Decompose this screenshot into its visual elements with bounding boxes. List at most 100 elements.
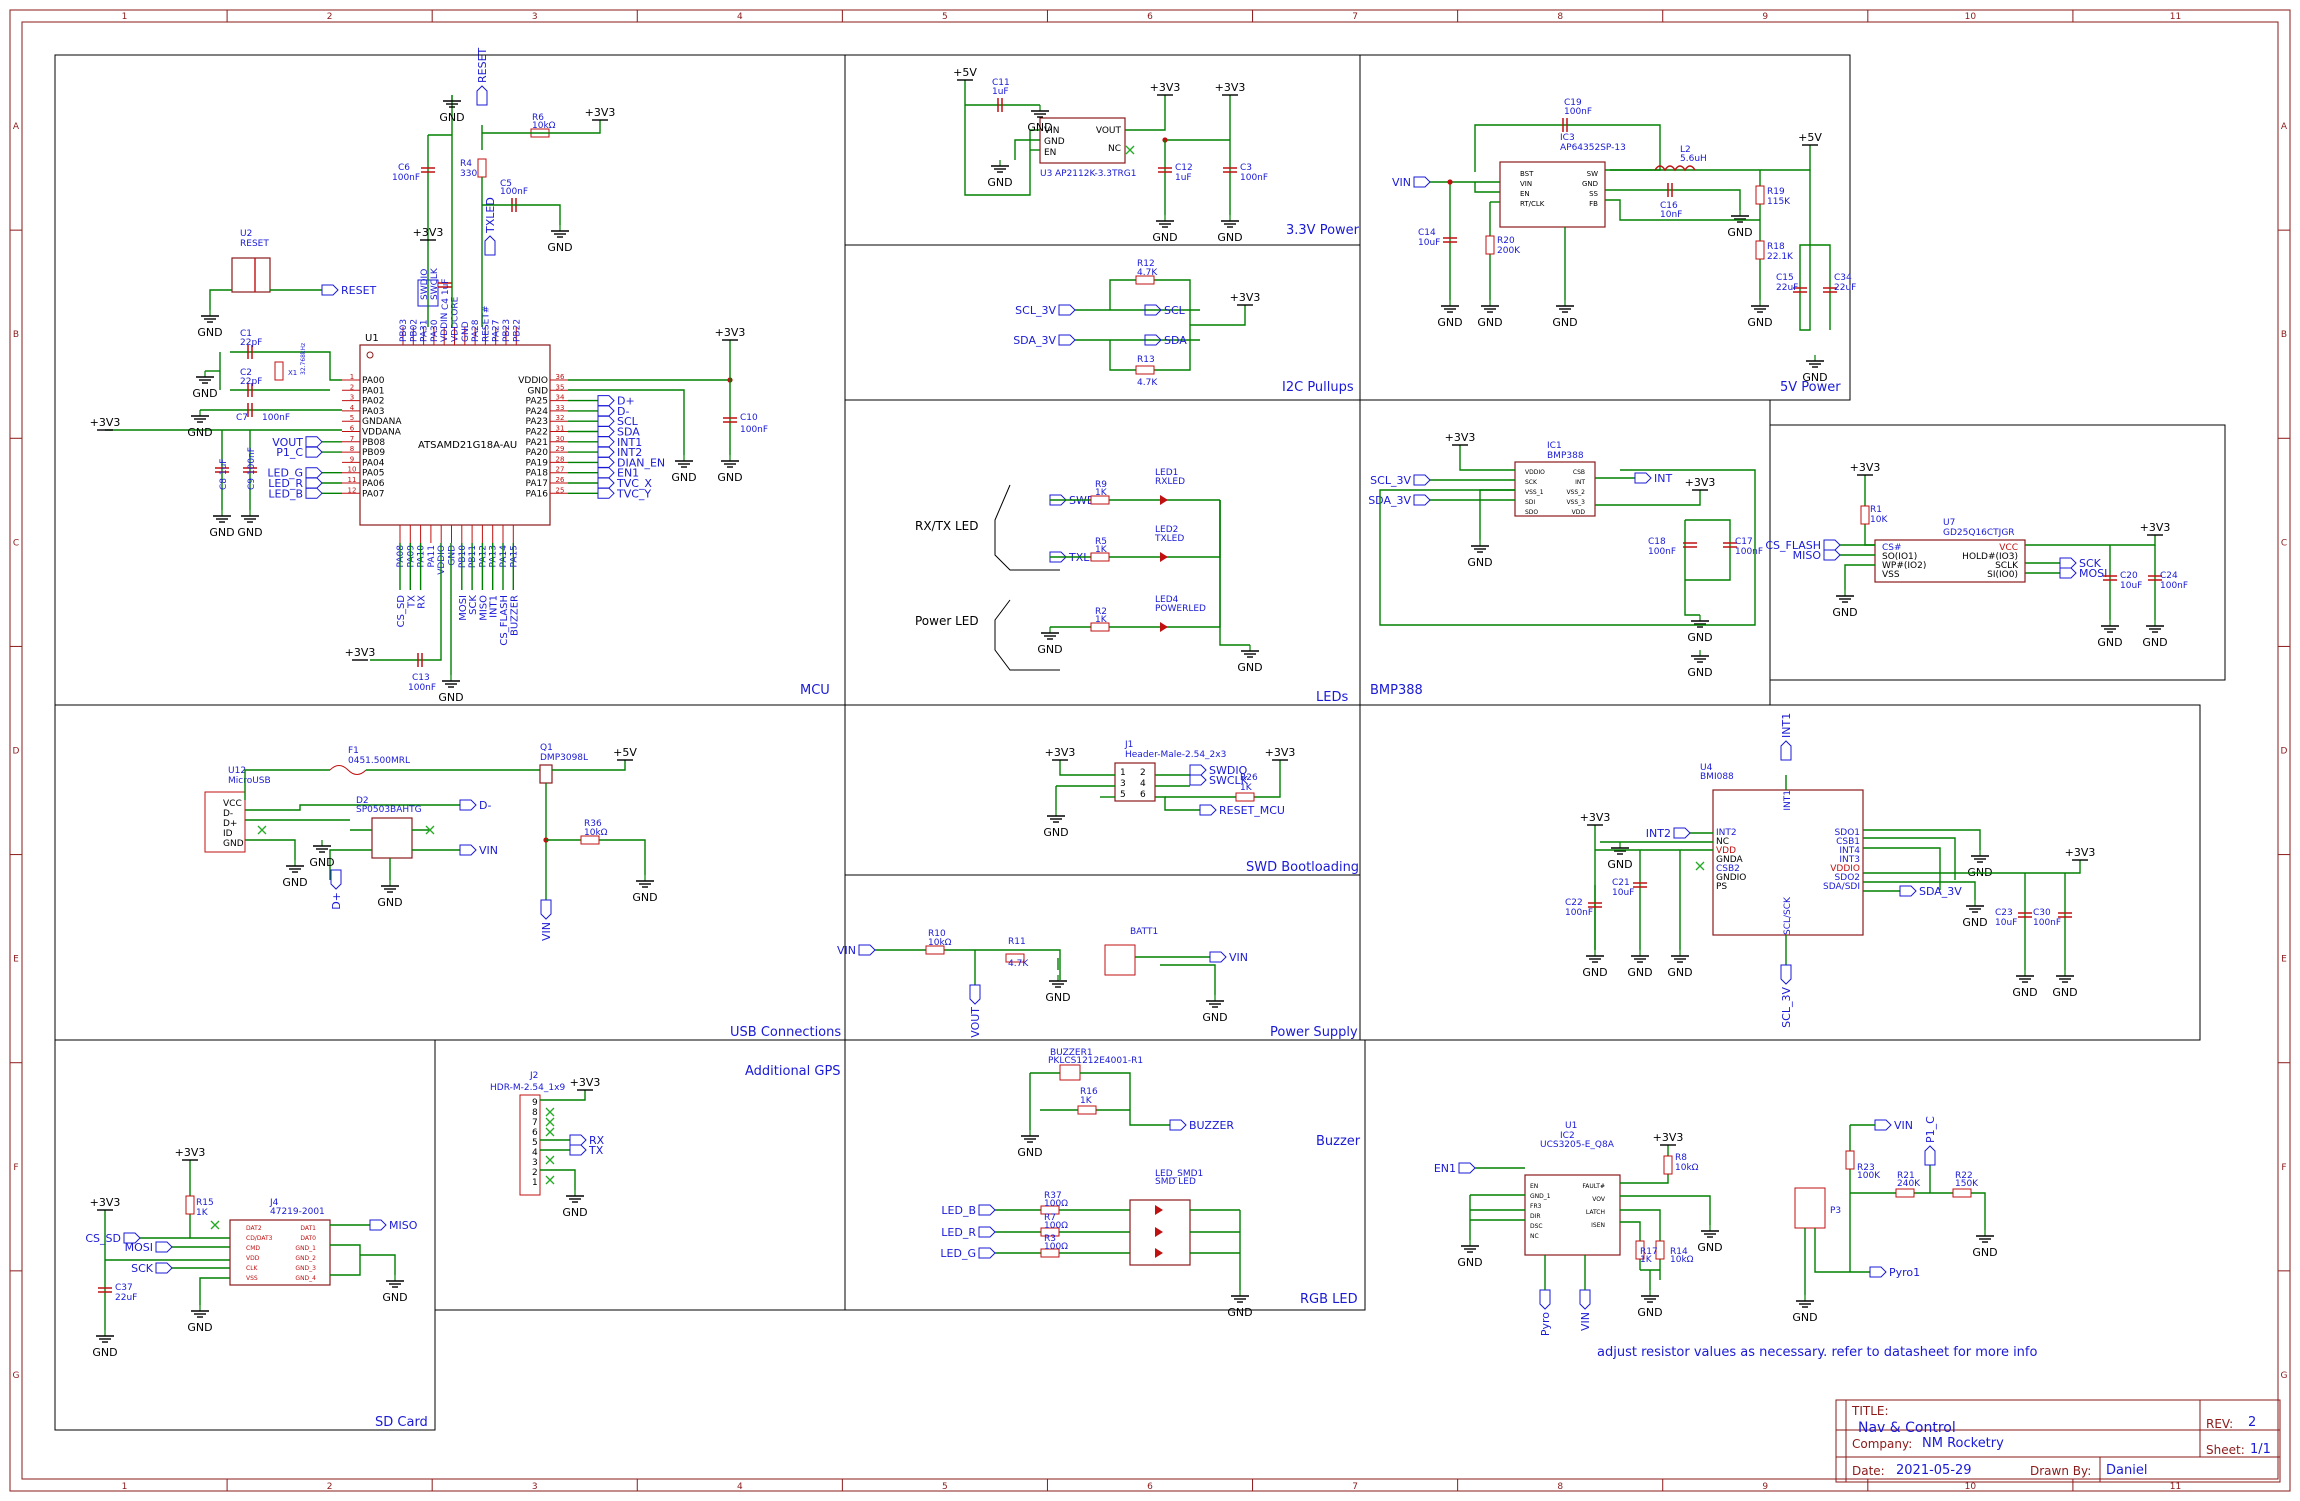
comp-value: 100nF xyxy=(2160,581,2188,591)
gnd-symbol xyxy=(2100,619,2120,633)
net-label: D+ xyxy=(330,892,343,910)
mcu-pin-label: PA10 xyxy=(417,545,427,568)
comp-value: 100K xyxy=(1857,1171,1881,1181)
comp-value: MicroUSB xyxy=(228,776,271,786)
rev-value: 2 xyxy=(2248,1415,2257,1430)
comp-ref: R7 xyxy=(1044,1213,1056,1223)
inductor xyxy=(1654,165,1696,172)
net-flag xyxy=(1413,176,1431,188)
pyro-pin-label: NC xyxy=(1530,1233,1539,1240)
column-marker: 8 xyxy=(1557,1482,1563,1492)
gnd-label: GND xyxy=(1045,991,1070,1004)
net-flag xyxy=(1209,951,1227,963)
no-connect-mark xyxy=(1695,861,1705,871)
column-marker: 3 xyxy=(532,1482,538,1492)
gnd-symbol xyxy=(312,839,332,853)
comp-value: 32.768kHz xyxy=(300,343,307,375)
sd-pin-label: GND_4 xyxy=(295,1275,316,1282)
mcu-pin-label: PA17 xyxy=(526,479,548,489)
gnd-symbol xyxy=(565,1189,585,1203)
wire xyxy=(1125,95,1166,131)
mcu-pin-label: PB02 xyxy=(409,319,419,342)
design-note: adjust resistor values as necessary. ref… xyxy=(1597,1345,2038,1360)
pin-number: 25 xyxy=(556,486,565,494)
company-label: Company: xyxy=(1852,1437,1913,1451)
net-flag xyxy=(2059,567,2077,579)
net-label: MISO xyxy=(478,595,489,621)
net-flag xyxy=(476,85,488,106)
resistor xyxy=(1077,1105,1097,1115)
comp-value: 100nF xyxy=(1648,547,1676,557)
net-flag xyxy=(1673,827,1691,839)
power-label: +3V3 xyxy=(1265,746,1296,759)
wire xyxy=(1219,500,1250,646)
comp-ref: R5 xyxy=(1095,537,1107,547)
net-label: TXLED xyxy=(484,197,497,234)
column-marker: 1 xyxy=(122,12,128,22)
comp-value: 1K xyxy=(1640,1255,1653,1265)
row-marker: A xyxy=(2281,122,2288,132)
wire xyxy=(1844,564,1875,590)
net-label: INT1 xyxy=(1780,713,1793,738)
gnd-symbol xyxy=(1230,1289,1250,1303)
power-label: +3V3 xyxy=(413,226,444,239)
comp-value: 100nF xyxy=(262,413,290,423)
usb-pin-label: D+ xyxy=(223,819,237,829)
gnd-symbol xyxy=(1835,589,1855,603)
wire xyxy=(1160,964,1216,995)
net-flag xyxy=(597,395,615,407)
comp-value: 4.7K xyxy=(1137,268,1158,278)
resistor xyxy=(477,158,487,178)
mcu-pin-label: PB23 xyxy=(502,319,512,342)
section-title-3v3-power: 3.3V Power xyxy=(1286,223,1360,238)
net-flag xyxy=(459,844,477,856)
power-label: +3V3 xyxy=(1215,81,1246,94)
net-label: SCK xyxy=(131,1262,154,1275)
gnd-label: GND xyxy=(309,856,334,869)
comp-value: 4.7K xyxy=(1137,378,1158,388)
sd-pin-label: GND_1 xyxy=(295,1245,316,1252)
pin-number: 2 xyxy=(350,383,354,391)
net-label: INT xyxy=(1654,472,1672,485)
section-title-usb: USB Connections xyxy=(730,1025,842,1040)
gnd-symbol xyxy=(1480,299,1500,313)
comp-ref: D2 xyxy=(356,796,369,806)
comp-ref: IC2 xyxy=(1560,1131,1575,1141)
wire xyxy=(1080,1072,1131,1110)
row-marker: B xyxy=(2281,330,2287,340)
comp-value: BMI088 xyxy=(1700,772,1734,782)
sd-pin-label: CLK xyxy=(246,1265,259,1272)
net-label: INT2 xyxy=(1646,827,1671,840)
comp-value: 150K xyxy=(1955,1179,1979,1189)
buck-pin-label: RT/CLK xyxy=(1520,200,1545,208)
pyro-connector-p3 xyxy=(1794,1187,1826,1229)
resistor xyxy=(1005,953,1025,963)
gnd-symbol xyxy=(1046,809,1066,823)
column-marker: 7 xyxy=(1352,1482,1358,1492)
gnd-symbol xyxy=(1470,539,1490,553)
comp-value: 1uF xyxy=(992,87,1009,97)
gnd-label: GND xyxy=(1747,316,1772,329)
comp-ref: R1 xyxy=(1870,505,1882,515)
net-flag xyxy=(597,436,615,448)
wire xyxy=(1165,760,1281,798)
gnd-symbol xyxy=(1155,214,1175,228)
mcu-pin-label: PA06 xyxy=(362,479,385,489)
mcu-ic-body xyxy=(359,344,551,526)
pin-number: 3 xyxy=(350,394,354,402)
mcu-pin-label: PA16 xyxy=(526,489,549,499)
sd-pin-label: GND_2 xyxy=(295,1255,316,1262)
net-label: Pyro1 xyxy=(1889,1266,1920,1279)
ldo-pin-label: EN xyxy=(1044,148,1056,158)
comp-value: 22uF xyxy=(1834,283,1856,293)
wire xyxy=(546,839,646,875)
wire xyxy=(199,1277,230,1305)
imu-pin-label: NC xyxy=(1716,837,1729,847)
comp-ref: BATT1 xyxy=(1130,927,1158,937)
net-label: INT1 xyxy=(489,595,500,618)
net-flag xyxy=(1058,334,1076,346)
comp-value: 10uF xyxy=(1995,918,2017,928)
pin-number: 1 xyxy=(532,1178,538,1188)
net-flag xyxy=(2059,557,2077,569)
comp-ref: R3 xyxy=(1044,1234,1056,1244)
